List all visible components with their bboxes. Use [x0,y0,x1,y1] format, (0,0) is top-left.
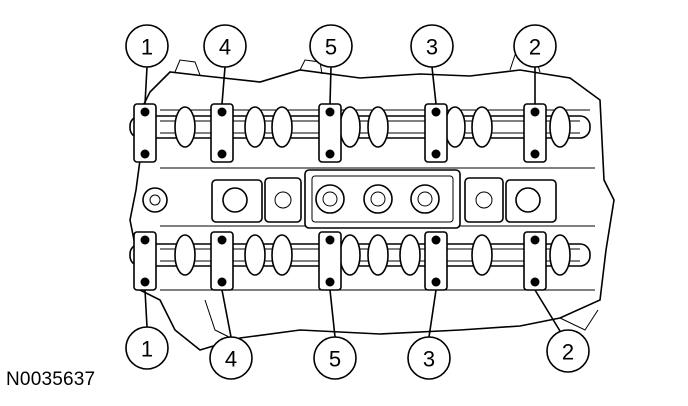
cap-bolt [530,149,540,159]
callout-top-5: 5 [309,24,353,68]
cap-bolt [325,107,335,117]
leader-line-2 [221,66,226,105]
bearing-cap-bottom-3 [318,231,342,291]
callout-bottom-3: 3 [407,336,451,380]
callout-top-5-label: 5 [325,35,337,60]
cap-bolt [325,277,335,287]
callout-top-1: 1 [125,24,169,68]
top-camshaft [129,106,591,148]
bearing-cap-bottom-2 [210,231,234,291]
callout-top-4: 4 [203,24,247,68]
figure-id: N0035637 [6,369,96,390]
bottom-camshaft [129,234,591,276]
bearing-cap-top-3 [318,103,342,163]
leader-line-10 [534,289,561,332]
leader-line-3 [329,66,332,105]
callout-leader-lines [144,66,561,338]
cap-bolt [217,107,227,117]
bearing-cap-bottom-1 [133,231,157,291]
bearing-cap-bottom-5 [523,231,547,291]
callout-bottom-4-label: 4 [225,347,237,372]
leader-line-1 [144,66,148,105]
cap-bolt [530,277,540,287]
cap-bolt [217,235,227,245]
callout-bottom-5: 5 [313,336,357,380]
callout-top-1-label: 1 [141,35,153,60]
leader-line-9 [428,289,437,338]
callouts: 1 4 5 3 2 1 4 5 [125,24,590,380]
leader-line-7 [221,289,232,338]
callout-bottom-5-label: 5 [329,347,341,372]
callout-top-3-label: 3 [426,35,438,60]
cap-bolt [431,149,441,159]
cap-bolt [431,235,441,245]
bearing-caps [133,103,547,291]
callout-top-2: 2 [513,24,557,68]
cap-bolt [140,149,150,159]
cap-bolt [431,277,441,287]
cap-bolt [140,107,150,117]
callout-bottom-2-label: 2 [562,340,574,365]
cap-bolt [325,149,335,159]
callout-bottom-2: 2 [546,329,590,373]
cap-bolt [140,235,150,245]
callout-top-4-label: 4 [219,35,231,60]
leader-line-6 [144,289,148,328]
bearing-cap-top-5 [523,103,547,163]
callout-bottom-4: 4 [209,336,253,380]
cap-bolt [530,235,540,245]
callout-bottom-1-label: 1 [141,337,153,362]
callout-bottom-3-label: 3 [423,347,435,372]
bearing-cap-top-4 [424,103,448,163]
cap-bolt [431,107,441,117]
callout-top-3: 3 [410,24,454,68]
callout-top-2-label: 2 [529,35,541,60]
cap-bolt [325,235,335,245]
leader-line-4 [431,66,437,105]
callout-bottom-1: 1 [125,326,169,370]
spark-plug-well-area [142,169,557,229]
bearing-cap-top-1 [133,103,157,163]
cap-bolt [530,107,540,117]
bearing-cap-top-2 [210,103,234,163]
bearing-cap-bottom-4 [424,231,448,291]
cap-bolt [140,277,150,287]
cap-bolt [217,149,227,159]
leader-line-8 [329,289,336,338]
cap-bolt [217,277,227,287]
